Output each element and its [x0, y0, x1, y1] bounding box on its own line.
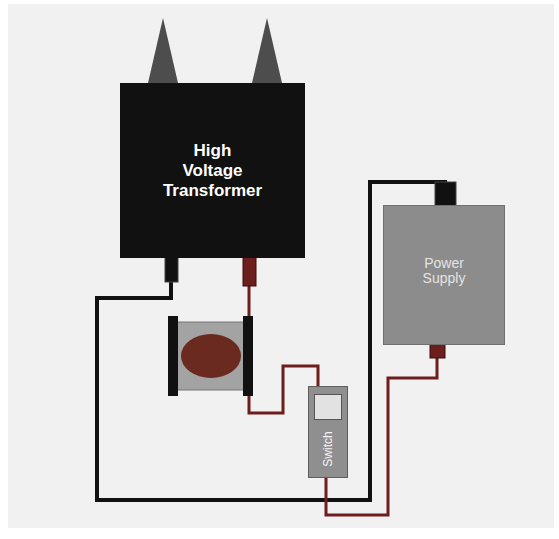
electrode-spike	[252, 18, 282, 83]
red-terminal	[243, 256, 256, 286]
power-supply-box: Power Supply	[383, 205, 505, 345]
red-terminal	[430, 344, 445, 358]
black-terminal	[165, 256, 178, 282]
switch-window	[314, 394, 342, 420]
node-label: Power Supply	[423, 256, 466, 286]
button-leg	[168, 316, 178, 396]
button-cap	[181, 334, 241, 378]
background-panel	[8, 4, 554, 528]
node-label: Switch	[321, 431, 335, 466]
electrode-spike	[148, 18, 178, 83]
switch-box: Switch	[308, 386, 348, 478]
button-leg	[243, 316, 253, 396]
transformer-box: High Voltage Transformer	[120, 83, 305, 258]
push-button	[168, 316, 253, 396]
black-terminal	[435, 182, 456, 206]
node-label: High Voltage Transformer	[163, 141, 262, 201]
button-body	[174, 322, 248, 390]
